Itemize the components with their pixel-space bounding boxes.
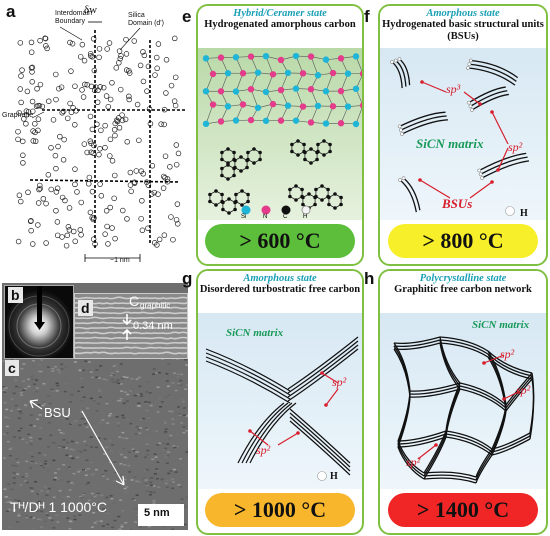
scale-bar-box: 5 nm [138,504,184,526]
card-body [198,48,362,220]
panel-letter-b: b [8,287,23,303]
panel-letter-e: e [182,7,192,26]
state-title: Polycrystalline state [419,273,507,284]
sp3-label: sp³ [446,82,461,96]
card-body: SiCN matrix sp³ sp² BSUs H [380,48,546,220]
graphene-label: Graphene [2,112,34,119]
panel-letter-f: f [364,7,370,26]
atom-field [15,35,182,249]
panel-letter-c: c [5,360,19,376]
diffraction-pattern [5,286,73,358]
noise-texture [2,358,188,530]
card-header: Polycrystalline state Graphitic free car… [380,271,546,313]
interdomain-boundary-label: Interdomain Boundary [55,10,92,25]
delta-w-label: δw [84,4,98,16]
sp2-label-right: sp² [516,383,531,397]
carbon-phase-subscript: graphitic [140,301,171,310]
legend-c: C [283,214,288,220]
hrtem-texture [2,358,188,530]
panel-letter-g: g [182,269,193,288]
temperature-badge: > 600 °C [205,224,355,258]
bsus-label: BSUs [442,196,473,211]
card-body: SiCN matrix sp² sp² sp² [380,313,546,489]
sp2-label: sp² [508,140,523,154]
atom-legend: Si N C H [238,204,328,220]
card-header: Hybrid/Ceramer state Hydrogenated amorph… [198,6,362,48]
state-subtitle: Graphitic free carbon network [394,284,532,295]
carbon-layers [205,336,359,476]
card-header: Amorphous state Hydrogenated basic struc… [380,6,546,48]
graphene-sheets [29,30,185,250]
state-title: Amorphous state [243,273,317,284]
scale-bar-label: 5 nm [144,507,170,519]
panel-letter-d: d [78,300,93,316]
scale-label-a: ~1 nm [110,257,130,264]
temperature-badge: > 1000 °C [205,493,355,527]
card-hybrid-ceramer: Hybrid/Ceramer state Hydrogenated amorph… [196,4,364,266]
pointer-arrows [248,371,339,446]
carbon-clusters [208,139,343,215]
carbon-phase-label: C [129,293,140,309]
lattice-fringes [75,296,187,355]
bsu-arrows [29,399,125,486]
atom-legend-dots [241,205,311,215]
card-amorphous-bsu: Amorphous state Hydrogenated basic struc… [378,4,548,266]
matrix-label: SiCN matrix [472,319,530,331]
diffraction-inset: b [4,285,74,359]
amorphous-carbon-structure [202,52,362,215]
atoms [202,52,362,128]
legend-n: N [263,214,268,220]
panel-letter-h: h [364,269,375,288]
sp2-label-right: sp² [332,375,347,389]
sample-caption: Tᴴ/Dᴴ 1 1000°C [10,499,107,515]
turbostratic-structure [205,336,359,481]
bsu-structure [390,57,530,216]
state-subtitle: Hydrogenated amorphous carbon [204,19,356,30]
card-body: SiCN matrix sp² sp² H [198,313,362,489]
sp2-label-top: sp² [500,347,515,361]
legend-si: Si [241,214,247,220]
panel-letter-a: a [6,2,16,21]
fringe-lines [75,296,187,355]
state-subtitle: Disordered turbostratic free carbon [199,284,361,295]
sp2-label-bottom: sp² [256,443,271,457]
pointer-arrows [418,80,509,199]
d-spacing-arrows [122,314,132,340]
lattice-fringe-inset: d C graphitic 0.34 nm [74,293,188,359]
temperature-badge: > 1400 °C [388,493,538,527]
matrix-label: SiCN matrix [416,136,484,151]
legend-h: H [303,214,308,220]
state-title: Hybrid/Ceramer state [233,8,327,19]
state-subtitle: Hydrogenated basic structural units (BSU… [382,19,544,42]
pointer-arrows [417,354,521,460]
bsu-label: BSU [44,405,71,420]
d-spacing-label: 0.34 nm [133,320,173,332]
graphene-silica-schematic [15,21,185,262]
sp2-label-bottom: sp² [406,455,421,469]
card-turbostratic-carbon: Amorphous state Disordered turbostratic … [196,269,364,535]
hrtem-micrograph: b d C graphitic 0.34 nm c BSU Tᴴ/Dᴴ 1 10… [2,283,188,530]
matrix-label: SiCN matrix [226,327,284,339]
graphitic-network [393,336,535,484]
temperature-badge: > 800 °C [388,224,538,258]
card-polycrystalline: Polycrystalline state Graphitic free car… [378,269,548,535]
silica-domain-label: Silica Domain (d') [128,12,164,27]
card-header: Amorphous state Disordered turbostratic … [198,271,362,313]
hydrogen-legend: H [330,471,338,482]
hydrogen-legend: H [520,208,528,219]
state-title: Amorphous state [426,8,500,19]
bsu-strands [390,57,530,213]
network-ribbons [393,336,535,484]
